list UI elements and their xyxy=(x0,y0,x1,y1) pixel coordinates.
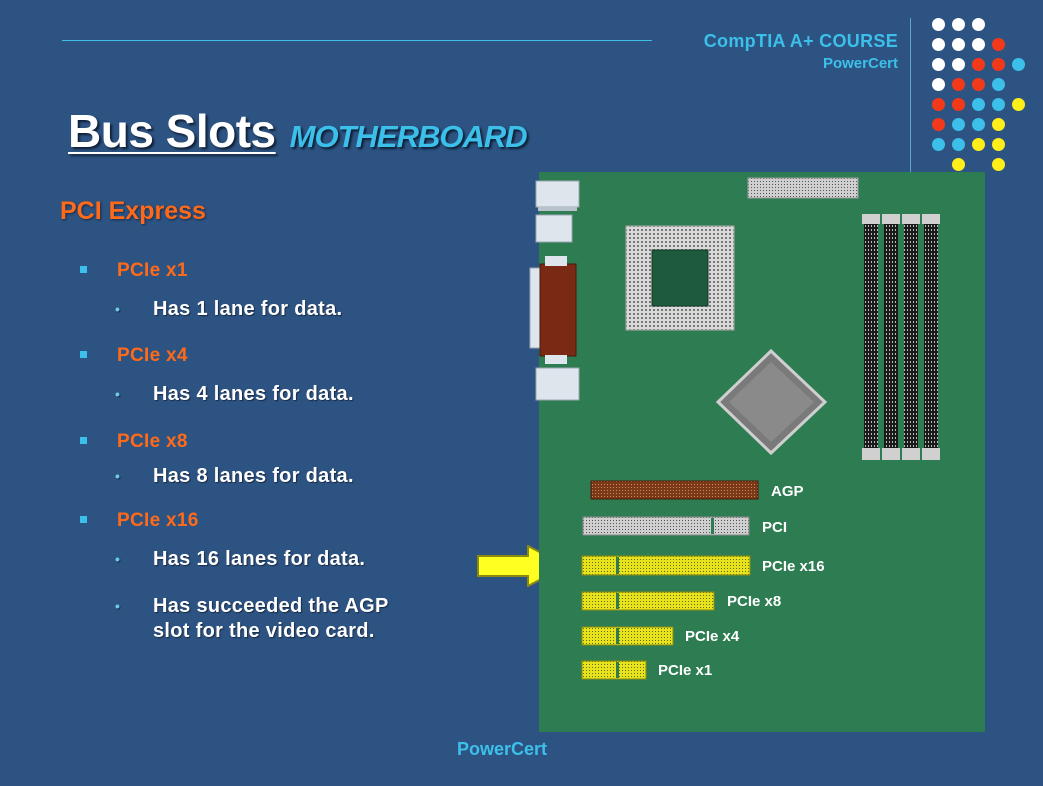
slot-key xyxy=(616,593,619,609)
slot-key xyxy=(711,518,714,534)
dot xyxy=(992,78,1005,91)
dot xyxy=(972,58,985,71)
header-rule xyxy=(62,40,652,41)
io-port xyxy=(545,256,567,266)
label-pcie-x16: PCIe x16 xyxy=(762,558,825,575)
dot xyxy=(932,98,945,111)
pcie-x4-slot xyxy=(581,626,674,646)
agp-slot xyxy=(590,480,759,500)
slide-title: Bus Slots MOTHERBOARD xyxy=(68,104,528,158)
io-port xyxy=(538,207,577,211)
ram-slot xyxy=(884,216,898,458)
dot xyxy=(972,18,985,31)
dot xyxy=(992,118,1005,131)
ram-clip xyxy=(882,214,900,224)
bullet-pcie-x4: PCIe x4 xyxy=(80,345,188,366)
dot xyxy=(952,98,965,111)
dot xyxy=(952,18,965,31)
slot-key xyxy=(616,628,619,644)
bullet-pcie-x16-detail: Has 16 lanes for data. xyxy=(115,547,365,572)
ram-slot xyxy=(864,216,878,458)
cpu-socket xyxy=(625,225,735,331)
dot xyxy=(952,138,965,151)
dot xyxy=(952,38,965,51)
dot xyxy=(972,78,985,91)
ram-clip xyxy=(882,448,900,460)
dot xyxy=(992,158,1005,171)
label-agp: AGP xyxy=(771,483,804,500)
power-connector xyxy=(747,177,859,199)
course-header: CompTIA A+ COURSE PowerCert xyxy=(704,31,898,72)
slot-key xyxy=(616,557,619,574)
dot xyxy=(952,58,965,71)
bullet-pcie-x1-detail: Has 1 lane for data. xyxy=(115,297,342,322)
bullet-pcie-x16-detail-2: Has succeeded the AGP slot for the video… xyxy=(115,594,389,644)
cpu-die xyxy=(651,249,709,307)
dot xyxy=(932,78,945,91)
dot xyxy=(1012,98,1025,111)
parallel-port xyxy=(539,263,577,357)
bullet-pcie-x8-detail: Has 8 lanes for data. xyxy=(115,464,354,489)
io-port xyxy=(535,214,573,243)
header-divider xyxy=(910,18,911,178)
section-heading: PCI Express xyxy=(60,197,206,225)
dot xyxy=(932,58,945,71)
ram-slot xyxy=(924,216,938,458)
dot xyxy=(932,38,945,51)
footer-brand: PowerCert xyxy=(457,739,548,759)
pcie-x8-slot xyxy=(581,591,715,611)
ram-slot xyxy=(904,216,918,458)
pcie-x1-slot xyxy=(581,660,647,680)
dot xyxy=(952,158,965,171)
chipset xyxy=(715,348,828,456)
bullet-pcie-x1: PCIe x1 xyxy=(80,260,188,281)
dot xyxy=(992,38,1005,51)
dot xyxy=(992,98,1005,111)
label-pci: PCI xyxy=(762,519,787,536)
course-title: CompTIA A+ COURSE xyxy=(703,31,898,51)
bullet-pcie-x4-detail: Has 4 lanes for data. xyxy=(115,382,354,407)
chipset xyxy=(729,362,814,442)
slot-key xyxy=(616,662,619,678)
dot xyxy=(992,58,1005,71)
ram-clip xyxy=(862,448,880,460)
ram-clip xyxy=(922,448,940,460)
bullet-pcie-x8: PCIe x8 xyxy=(80,431,188,452)
title-subtitle: MOTHERBOARD xyxy=(289,119,528,154)
io-port xyxy=(545,355,567,364)
pci-slot xyxy=(582,516,750,536)
dot xyxy=(992,138,1005,151)
dot xyxy=(972,138,985,151)
io-port xyxy=(535,367,580,401)
dot xyxy=(972,38,985,51)
ram-clip xyxy=(922,214,940,224)
title-main: Bus Slots xyxy=(68,105,276,157)
dot xyxy=(932,18,945,31)
circuit-board xyxy=(539,172,985,732)
dot xyxy=(952,78,965,91)
course-brand: PowerCert xyxy=(822,55,898,72)
io-port xyxy=(529,267,545,349)
ram-slots xyxy=(862,214,940,460)
dot xyxy=(952,118,965,131)
pcie-x16-slot xyxy=(581,555,751,576)
ram-clip xyxy=(902,214,920,224)
detail-line: Has succeeded the AGP xyxy=(153,595,389,617)
ram-clip xyxy=(862,214,880,224)
label-pcie-x4: PCIe x4 xyxy=(685,628,740,645)
ram-clip xyxy=(902,448,920,460)
dot xyxy=(932,118,945,131)
detail-line: slot for the video card. xyxy=(153,620,375,642)
io-port xyxy=(535,180,580,208)
bullet-pcie-x16: PCIe x16 xyxy=(80,510,199,531)
label-pcie-x8: PCIe x8 xyxy=(727,593,781,610)
dot xyxy=(972,118,985,131)
label-pcie-x1: PCIe x1 xyxy=(658,662,712,679)
dot xyxy=(972,98,985,111)
dot xyxy=(932,138,945,151)
dot xyxy=(1012,58,1025,71)
arrow-icon xyxy=(477,545,569,587)
